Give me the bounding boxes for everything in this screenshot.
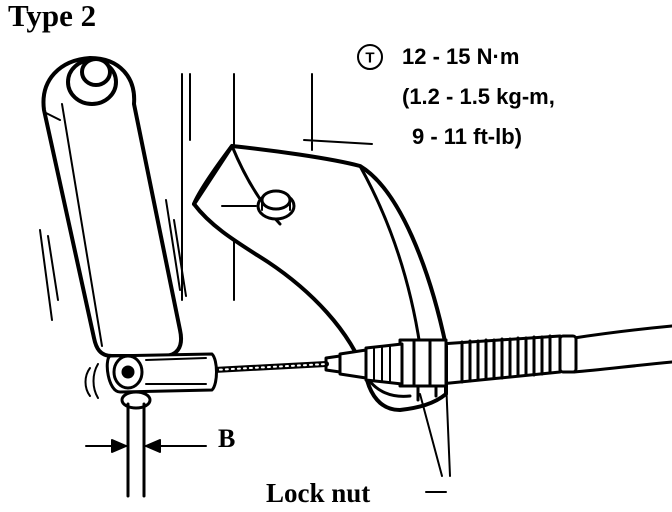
pedal-arm: [39, 56, 187, 358]
torque-t-icon: T: [357, 44, 383, 70]
diagram-title: Type 2: [8, 0, 97, 33]
bracket-bolt: [221, 189, 296, 221]
lock-nut-label: Lock nut: [266, 478, 371, 508]
motion-marks: [84, 363, 99, 399]
cable-housing: [558, 324, 672, 374]
dimension-b-label: B: [218, 424, 236, 453]
threaded-adjuster: [438, 334, 562, 386]
torque-spec-nm: 12 - 15 N·m: [402, 44, 520, 69]
cable-end-clevis: [84, 352, 218, 399]
background-frame-lines: [181, 73, 373, 301]
dimension-b-marker: [85, 439, 207, 453]
thread-lines: [460, 334, 552, 384]
lock-nut-assembly: [324, 338, 448, 388]
torque-icon-letter: T: [365, 50, 374, 67]
lock-nut-leader: [419, 379, 451, 493]
torque-spec-kgm: (1.2 - 1.5 kg-m,: [402, 84, 555, 109]
pedal-rod: [120, 390, 152, 498]
inner-cable-wire: [211, 361, 329, 373]
torque-spec-ftlb: 9 - 11 ft-lb): [412, 124, 523, 149]
